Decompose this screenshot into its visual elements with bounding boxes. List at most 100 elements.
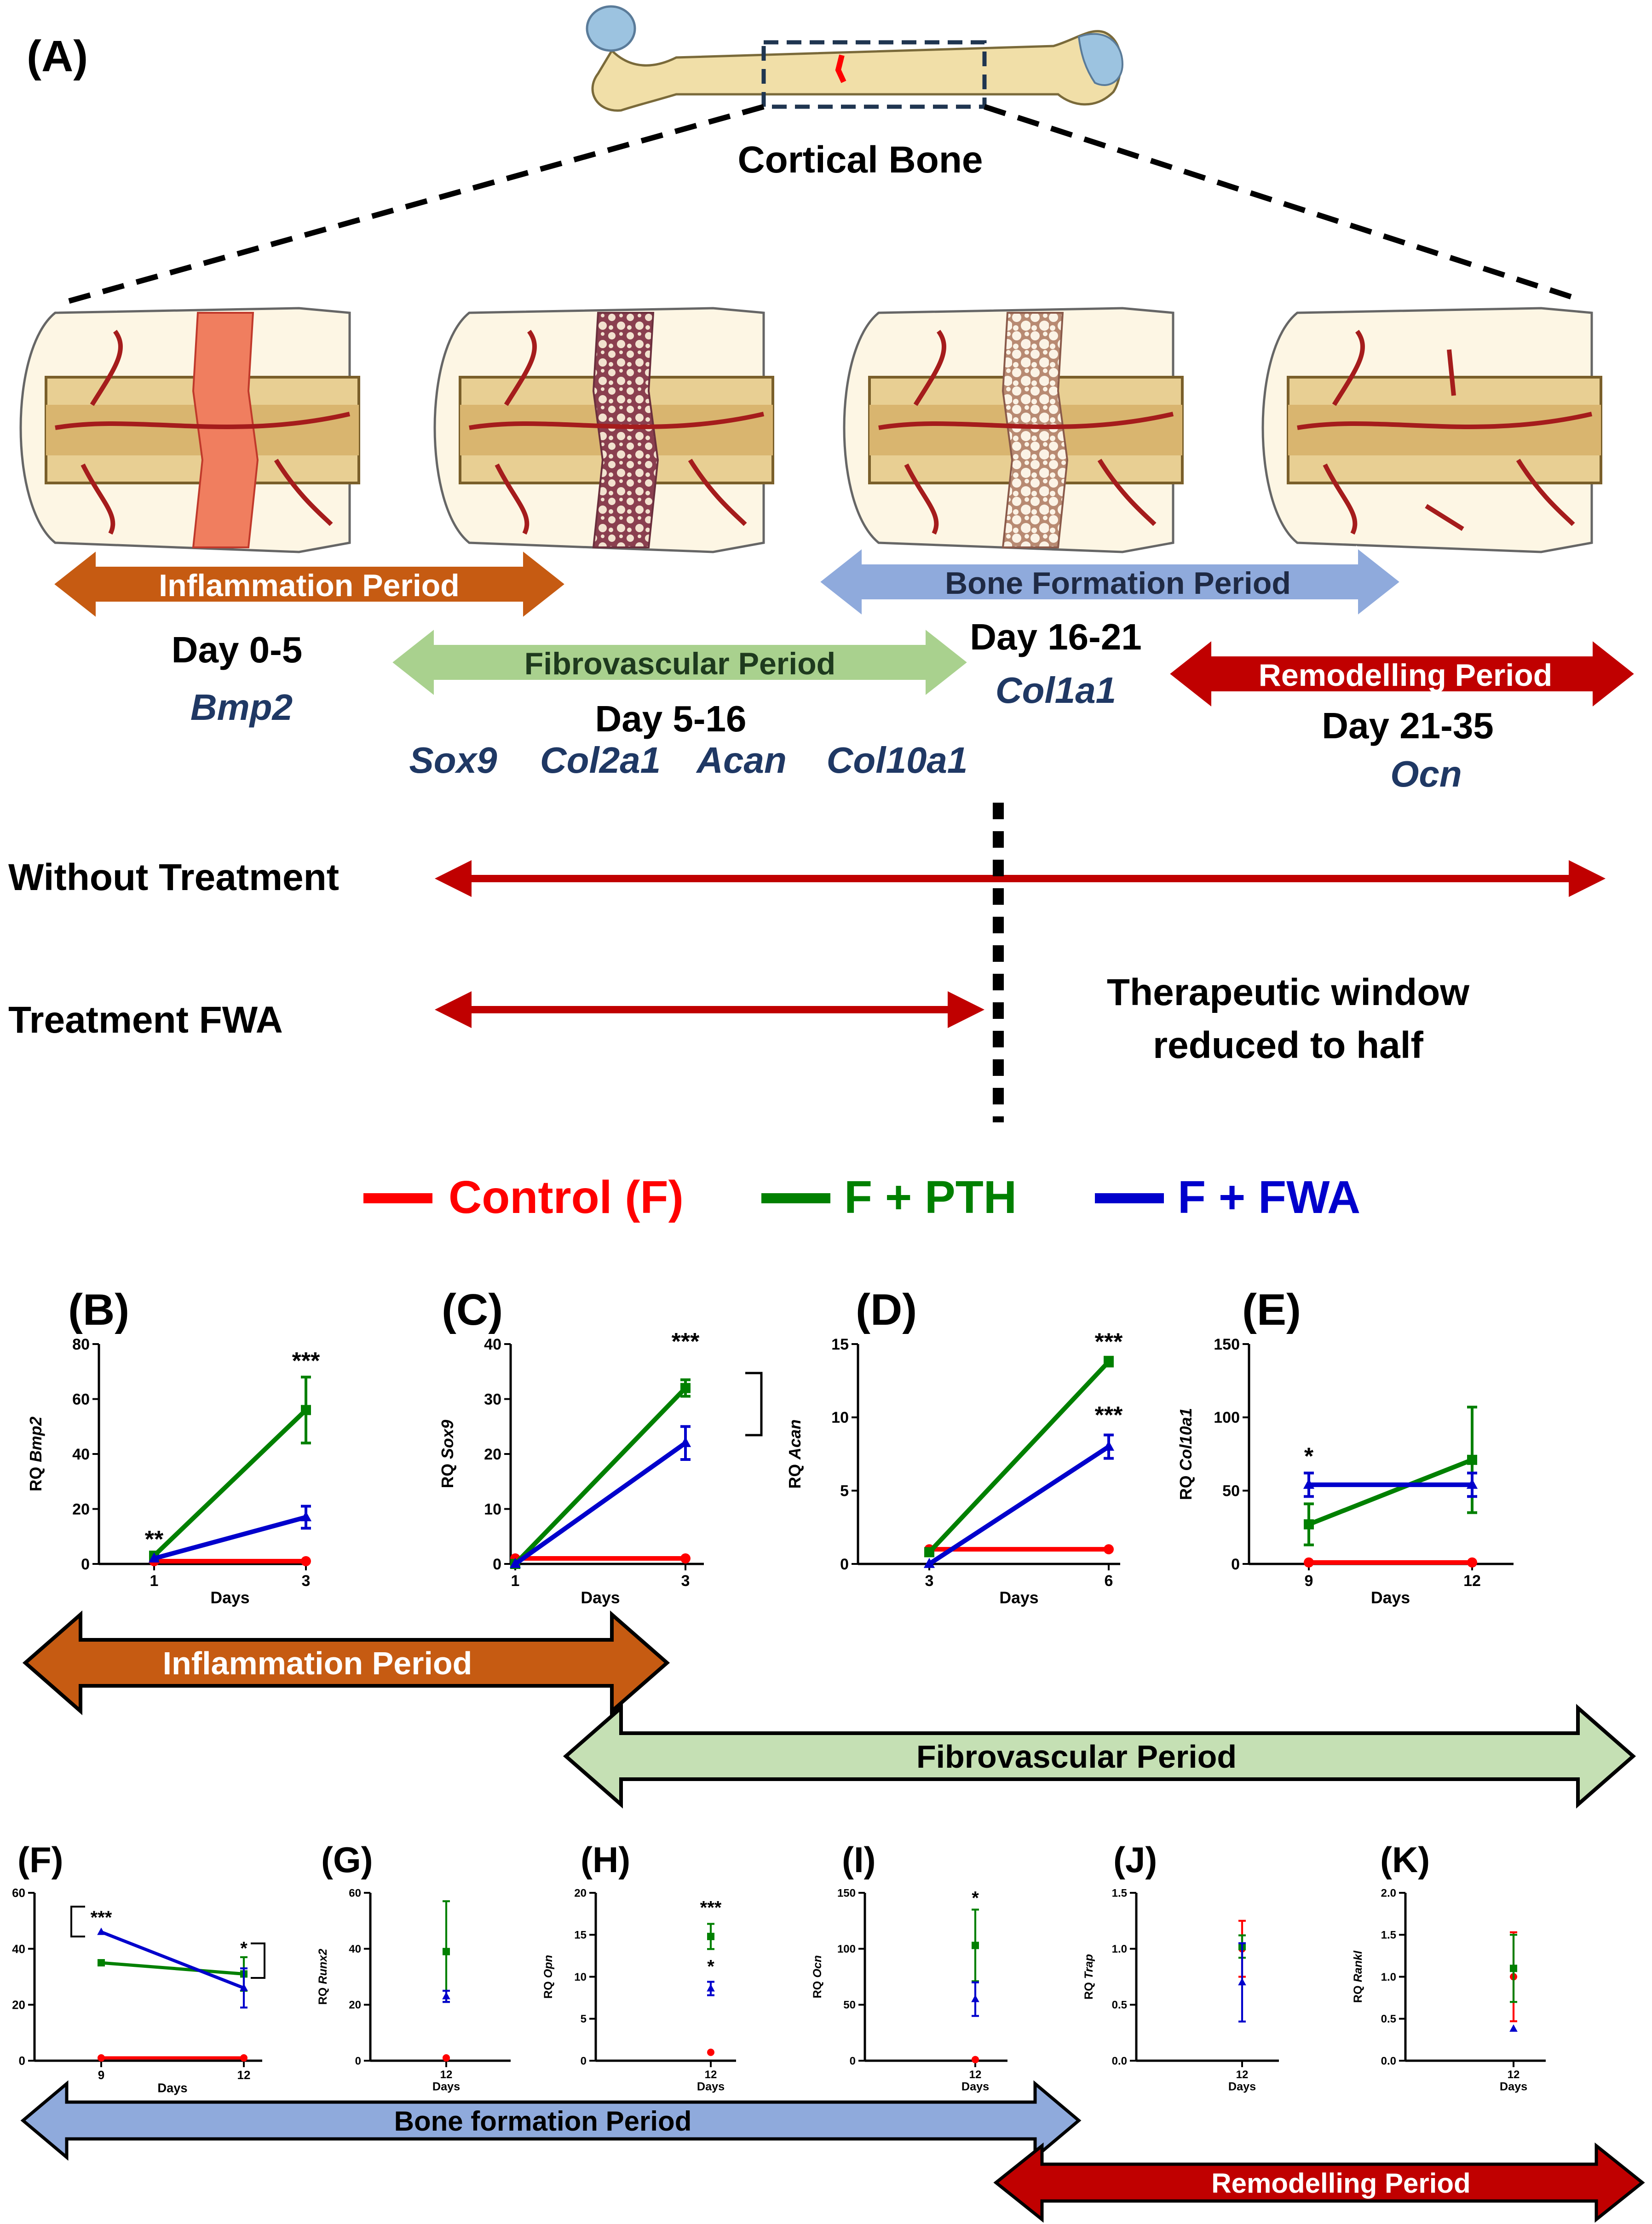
significance-marker: * [1304, 1443, 1314, 1470]
y-axis-label: RQ Col10a1 [1177, 1408, 1195, 1500]
x-tick-label: 12 [969, 2069, 982, 2081]
stage-illustration-fibrovascular [433, 307, 774, 553]
y-axis-label-gene: Bmp2 [27, 1417, 45, 1462]
y-axis-label-gene: Sox9 [438, 1419, 457, 1459]
x-axis-label: Days [961, 2080, 989, 2093]
series-control-f-point [972, 2056, 979, 2063]
y-tick-label: 10 [574, 1971, 587, 1983]
series-control-f-point [707, 2048, 714, 2056]
x-axis-label: Days [157, 2081, 187, 2095]
x-tick-label: 12 [237, 2068, 251, 2082]
y-tick-label: 50 [843, 1999, 856, 2011]
series-f-pth-point [707, 1932, 714, 1940]
x-tick-label: 12 [1508, 2069, 1520, 2081]
x-axis-label: Days [697, 2080, 725, 2093]
y-axis-label-prefix: RQ [27, 1462, 45, 1491]
x-tick-label: 12 [1236, 2069, 1249, 2081]
x-tick-label: 3 [681, 1572, 690, 1590]
series-f-fwa-point [707, 1984, 715, 1992]
x-tick-label: 12 [440, 2069, 453, 2081]
x-tick-label: 6 [1105, 1572, 1113, 1590]
y-tick-label: 0.0 [1112, 2055, 1127, 2067]
without-treatment-arrow [435, 860, 1606, 897]
significance-marker: * [707, 1956, 714, 1977]
y-tick-label: 40 [484, 1336, 501, 1353]
series-f-pth-line [927, 1360, 1111, 1554]
y-axis-label: RQ Runx2 [317, 1949, 329, 2005]
y-tick-label: 0 [81, 1556, 90, 1573]
y-tick-label: 0 [493, 1556, 501, 1573]
y-tick-label: 60 [12, 1886, 25, 1900]
y-tick-label: 1.5 [1112, 1887, 1127, 1899]
series-control-f-point [240, 2054, 248, 2062]
band-inflammation: Inflammation Period [22, 1610, 670, 1715]
y-tick-label: 10 [831, 1409, 849, 1426]
series-f-fwa-point [148, 1552, 160, 1563]
femur-illustration [586, 5, 1124, 112]
y-axis-label-prefix: RQ [1177, 1471, 1195, 1500]
band-fibrovascular-label: Fibrovascular Period [916, 1739, 1237, 1775]
significance-marker: ** [145, 1526, 164, 1553]
series-f-fwa-line [928, 1444, 1110, 1566]
series-f-fwa-point [300, 1511, 312, 1522]
series-f-fwa-point [1303, 1478, 1315, 1489]
stage-illustration-inflammation [19, 307, 360, 553]
x-axis-label: Days [1371, 1588, 1410, 1607]
y-axis-label: RQ Bmp2 [27, 1417, 45, 1492]
y-axis-label-prefix: RQ [1082, 1979, 1095, 2000]
series-f-fwa-point [97, 1927, 105, 1935]
bone-formation-days: Day 16-21 [970, 616, 1142, 657]
y-tick-label: 0.5 [1381, 2013, 1396, 2025]
panel-label: (J) [1113, 1839, 1157, 1880]
y-axis-label-prefix: RQ [438, 1459, 457, 1488]
series-f-fwa-point [509, 1557, 521, 1568]
gene-col10a1: Col10a1 [827, 740, 968, 781]
y-axis-label-prefix: RQ [1352, 1982, 1364, 2003]
zoom-box [761, 40, 987, 109]
y-tick-label: 1.0 [1112, 1943, 1127, 1955]
fibrovascular-days: Day 5-16 [595, 698, 746, 739]
legend-label-control: Control (F) [449, 1172, 684, 1223]
zoom-line-right [984, 104, 1579, 302]
inflammation-days: Day 0-5 [172, 629, 303, 670]
band-fibrovascular: Fibrovascular Period [563, 1704, 1636, 1809]
series-f-pth-line [513, 1386, 687, 1566]
x-axis-label: Days [581, 1588, 620, 1607]
significance-bracket-c [745, 1372, 763, 1437]
panel-label: (G) [321, 1839, 373, 1880]
y-axis-label-gene: Rankl [1352, 1950, 1364, 1983]
series-f-pth-line [152, 1408, 308, 1557]
y-tick-label: 0 [1231, 1556, 1240, 1573]
series-f-pth-point [98, 1959, 105, 1967]
y-tick-label: 60 [72, 1391, 90, 1408]
series-f-pth-point [443, 1948, 450, 1955]
y-tick-label: 30 [484, 1391, 501, 1408]
y-axis-label-gene: Acan [786, 1419, 804, 1460]
y-tick-label: 1.0 [1381, 1971, 1396, 1983]
significance-marker: *** [91, 1908, 112, 1928]
x-tick-label: 1 [150, 1572, 159, 1590]
series-f-pth-point [972, 1942, 979, 1949]
remodelling-period-arrow: Remodelling Period [1167, 637, 1637, 711]
y-tick-label: 5 [840, 1483, 849, 1500]
y-axis-label: RQ Acan [786, 1419, 804, 1489]
y-tick-label: 0 [19, 2054, 25, 2068]
significance-marker: *** [1095, 1329, 1123, 1356]
y-tick-label: 100 [837, 1943, 856, 1955]
series-f-fwa-point [679, 1437, 691, 1447]
y-axis-label-gene: Trap [1082, 1954, 1095, 1979]
y-tick-label: 20 [574, 1887, 587, 1899]
band-remodelling: Remodelling Period [993, 2142, 1645, 2223]
treatment-fwa-arrow [435, 991, 984, 1028]
fibrovascular-period-label: Fibrovascular Period [524, 646, 835, 681]
y-axis-label-gene: Ocn [811, 1955, 824, 1978]
remodelling-days: Day 21-35 [1322, 705, 1494, 746]
significance-marker: *** [292, 1348, 320, 1374]
series-f-pth-point [680, 1383, 691, 1393]
y-axis-label-gene: Runx2 [317, 1949, 329, 1984]
series-f-fwa-point [971, 1994, 979, 2002]
y-tick-label: 1.5 [1381, 1929, 1396, 1942]
significance-marker: * [972, 1888, 979, 1908]
